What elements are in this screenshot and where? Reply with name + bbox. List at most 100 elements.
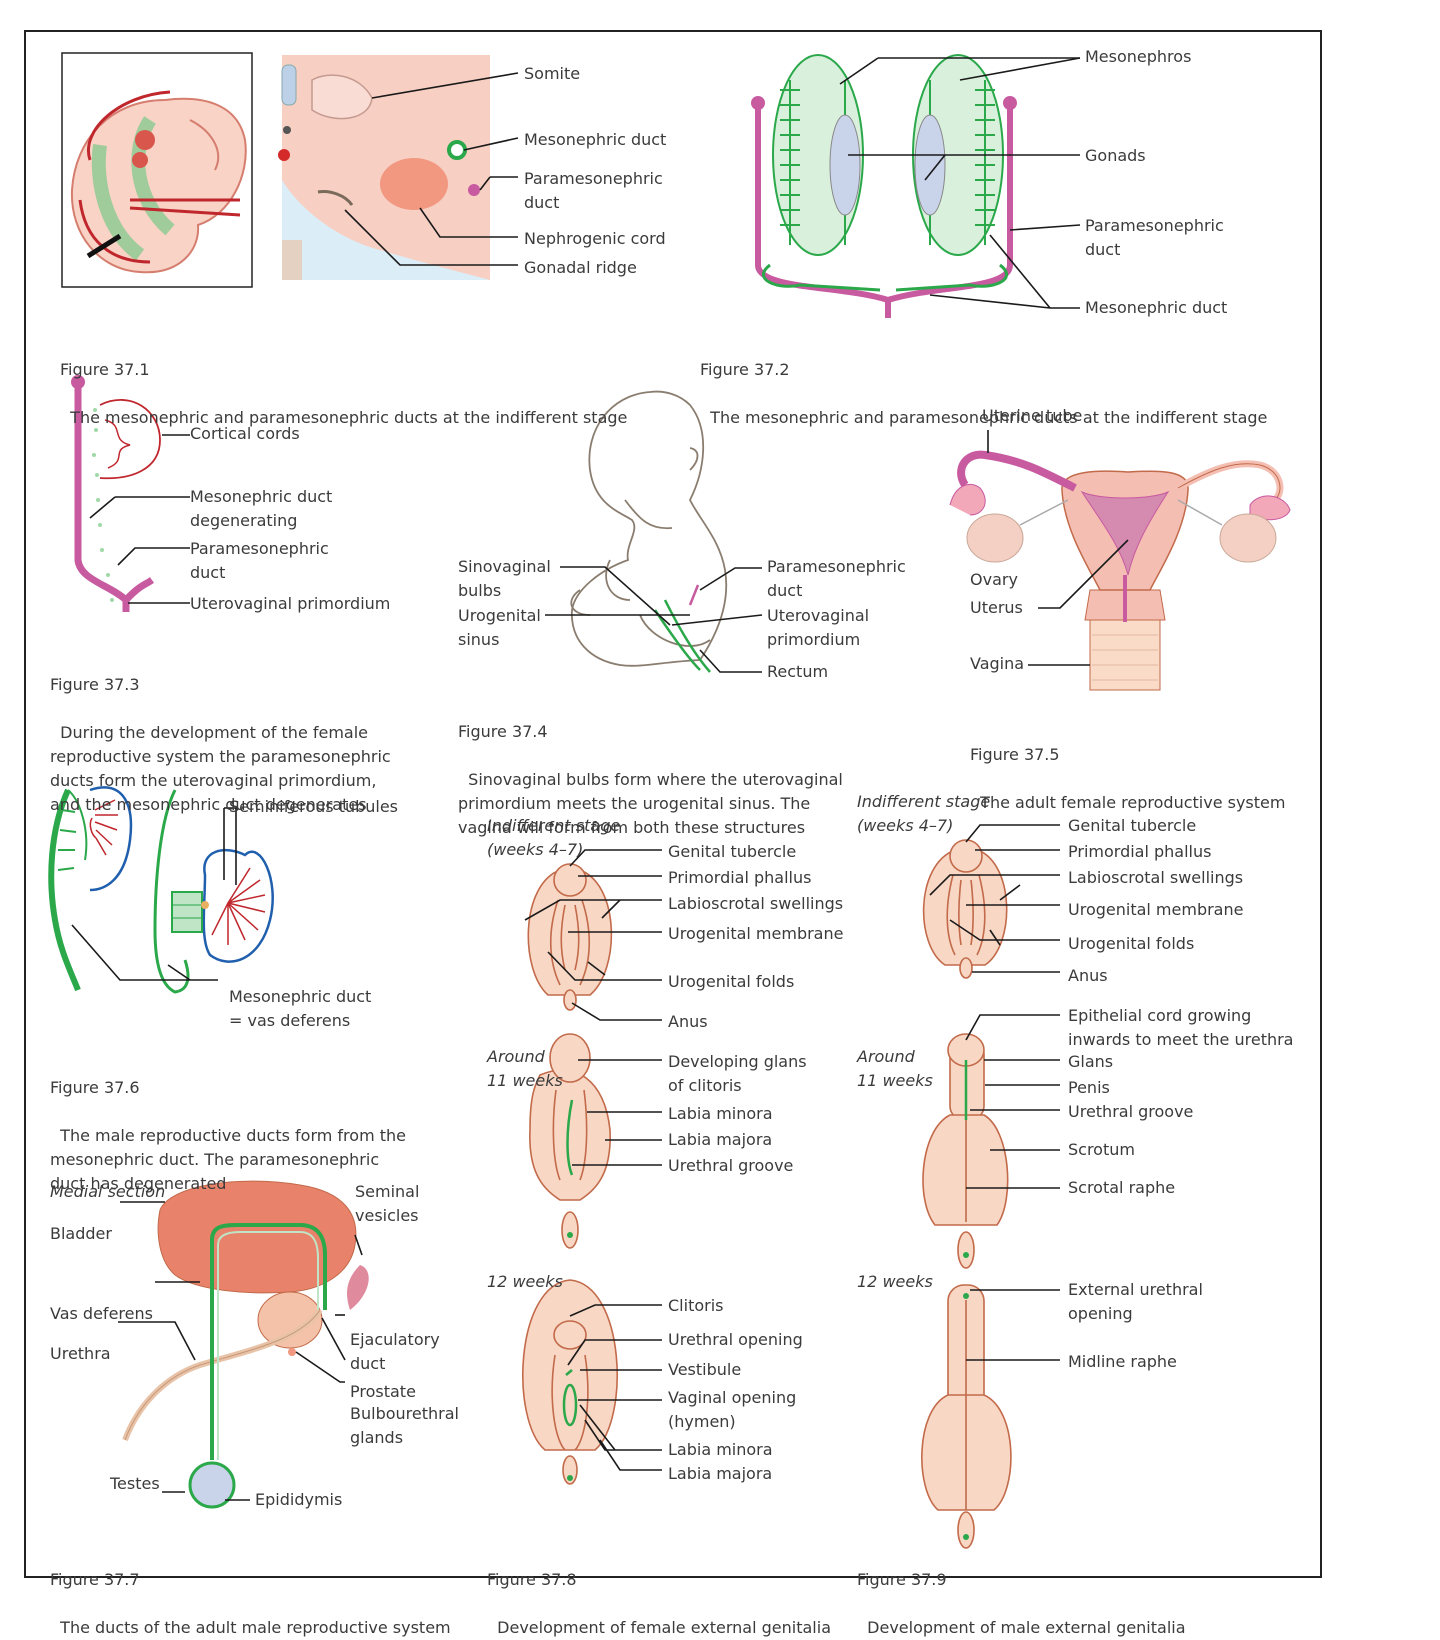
label-vestibule: Vestibule [668, 1360, 742, 1379]
label-paramesonephric-duct: Paramesonephric duct [1085, 216, 1224, 259]
label-uterine-tube: Uterine tube [982, 406, 1083, 425]
figure-37-3-caption-block: Figure 37.3 During the development of th… [50, 625, 391, 817]
label-urethral-groove: Urethral groove [1068, 1102, 1194, 1121]
figure-caption: The mesonephric and paramesonephric duct… [70, 408, 628, 427]
label-bulbourethral-glands: Bulbourethral glands [350, 1404, 459, 1447]
label-external-urethral-opening: External urethral opening [1068, 1280, 1203, 1323]
label-indifferent-stage: Indifferent stage (weeks 4–7) [487, 816, 621, 859]
label-somite: Somite [524, 64, 581, 83]
figure-37-5-caption-block: Figure 37.5 The adult female reproductiv… [970, 695, 1285, 815]
label-labioscrotal-swellings: Labioscrotal swellings [1068, 868, 1244, 887]
label-seminal-vesicles: Seminal vesicles [355, 1182, 420, 1225]
label-uterovaginal-primordium: Uterovaginal primordium [190, 594, 391, 613]
label-labia-majora-2: Labia majora [668, 1464, 773, 1483]
fig-37-5-female-system-illustration [949, 430, 1291, 691]
label-cortical-cords: Cortical cords [190, 424, 300, 443]
label-12-weeks: 12 weeks [857, 1272, 933, 1291]
label-urethral-opening: Urethral opening [668, 1330, 803, 1349]
label-genital-tubercle: Genital tubercle [1068, 816, 1197, 835]
fig-37-6-male-ducts-illustration [48, 786, 274, 994]
figure-number: Figure 37.8 [487, 1570, 577, 1589]
figure-number: Figure 37.1 [60, 360, 150, 379]
label-around-11-weeks: Around 11 weeks [857, 1047, 933, 1090]
label-gonadal-ridge: Gonadal ridge [524, 258, 637, 277]
label-labia-minora: Labia minora [668, 1104, 773, 1123]
label-urogenital-folds: Urogenital folds [1068, 934, 1195, 953]
label-vas-deferens: Vas deferens [50, 1304, 153, 1323]
label-gonads: Gonads [1085, 146, 1146, 165]
figure-caption: Development of female external genitalia [497, 1618, 831, 1637]
label-urogenital-membrane: Urogenital membrane [1068, 900, 1244, 919]
figure-37-4-caption-block: Figure 37.4 Sinovaginal bulbs form where… [458, 672, 843, 840]
fig-37-8-leaders [524, 849, 662, 1471]
figure-37-8-caption-block: Figure 37.8 Development of female extern… [487, 1520, 831, 1640]
label-primordial-phallus: Primordial phallus [668, 868, 812, 887]
label-mesonephric-duct-vas-deferens: Mesonephric duct = vas deferens [229, 987, 372, 1030]
label-labia-majora: Labia majora [668, 1130, 773, 1149]
label-labioscrotal-swellings: Labioscrotal swellings [668, 894, 844, 913]
label-epididymis: Epididymis [255, 1490, 343, 1509]
figure-37-6-caption-block: Figure 37.6 The male reproductive ducts … [50, 1028, 406, 1196]
label-ejaculatory-duct: Ejaculatory duct [350, 1330, 440, 1373]
label-nephrogenic-cord: Nephrogenic cord [524, 229, 666, 248]
label-around-11-weeks: Around 11 weeks [487, 1047, 563, 1090]
fig-37-8-female-genitalia-illustration [522, 863, 618, 1485]
fig-37-9-leaders [929, 824, 1060, 1361]
label-penis: Penis [1068, 1078, 1110, 1097]
label-scrotum: Scrotum [1068, 1140, 1135, 1159]
figure-caption: Sinovaginal bulbs form where the uterova… [458, 770, 843, 837]
label-rectum: Rectum [767, 662, 829, 681]
figure-number: Figure 37.5 [970, 745, 1060, 764]
label-urogenital-sinus: Urogenital sinus [458, 606, 541, 649]
label-ovary: Ovary [970, 570, 1018, 589]
fig-37-1-embryo-illustration [61, 52, 519, 288]
figure-37-7-caption-block: Figure 37.7 The ducts of the adult male … [50, 1520, 451, 1640]
anatomy-illustrations [48, 52, 1291, 1549]
label-clitoris: Clitoris [668, 1296, 724, 1315]
figure-37-9-caption-block: Figure 37.9 Development of male external… [857, 1520, 1186, 1640]
label-sinovaginal-bulbs: Sinovaginal bulbs [458, 557, 551, 600]
fig-37-3-uterovaginal-illustration [71, 375, 190, 612]
label-developing-glans: Developing glans of clitoris [668, 1052, 807, 1095]
label-mesonephric-duct: Mesonephric duct [524, 130, 667, 149]
label-anus: Anus [1068, 966, 1108, 985]
label-urogenital-folds: Urogenital folds [668, 972, 795, 991]
label-paramesonephric-duct: Paramesonephric duct [767, 557, 906, 600]
label-urethral-groove: Urethral groove [668, 1156, 794, 1175]
figure-caption: During the development of the female rep… [50, 723, 391, 814]
label-urethra: Urethra [50, 1344, 111, 1363]
label-testes: Testes [110, 1474, 160, 1493]
label-12-weeks: 12 weeks [487, 1272, 563, 1291]
label-urogenital-membrane: Urogenital membrane [668, 924, 844, 943]
figure-caption: Development of male external genitalia [867, 1618, 1186, 1637]
label-uterovaginal-primordium: Uterovaginal primordium [767, 606, 870, 649]
fig-37-4-ducts [545, 566, 763, 673]
figure-number: Figure 37.4 [458, 722, 548, 741]
label-anus: Anus [668, 1012, 708, 1031]
figure-number: Figure 37.7 [50, 1570, 140, 1589]
label-mesonephric-duct-degenerating: Mesonephric duct degenerating [190, 487, 333, 530]
label-midline-raphe: Midline raphe [1068, 1352, 1177, 1371]
figure-caption: The male reproductive ducts form from th… [50, 1126, 406, 1193]
figure-37-2-caption-block: Figure 37.2 The mesonephric and parameso… [700, 310, 1267, 430]
label-glans: Glans [1068, 1052, 1114, 1071]
figure-frame [24, 30, 1322, 1578]
figure-number: Figure 37.2 [700, 360, 790, 379]
label-primordial-phallus: Primordial phallus [1068, 842, 1212, 861]
label-vagina: Vagina [970, 654, 1025, 673]
fig-37-7-male-system-illustration [118, 1180, 369, 1509]
label-genital-tubercle: Genital tubercle [668, 842, 797, 861]
label-vaginal-opening: Vaginal opening (hymen) [668, 1388, 797, 1431]
figure-caption: The mesonephric and paramesonephric duct… [710, 408, 1268, 427]
figure-number: Figure 37.9 [857, 1570, 947, 1589]
fig-37-4-fetus-illustration [570, 390, 728, 667]
figure-number: Figure 37.6 [50, 1078, 140, 1097]
label-prostate: Prostate [350, 1382, 416, 1401]
figure-caption: The ducts of the adult male reproductive… [60, 1618, 451, 1637]
label-medial-section: Medial section [50, 1182, 166, 1201]
label-mesonephros: Mesonephros [1085, 47, 1192, 66]
label-paramesonephric-duct: Paramesonephric duct [190, 539, 329, 582]
figure-number: Figure 37.3 [50, 675, 140, 694]
label-indifferent-stage: Indifferent stage (weeks 4–7) [857, 792, 991, 835]
label-bladder: Bladder [50, 1224, 112, 1243]
